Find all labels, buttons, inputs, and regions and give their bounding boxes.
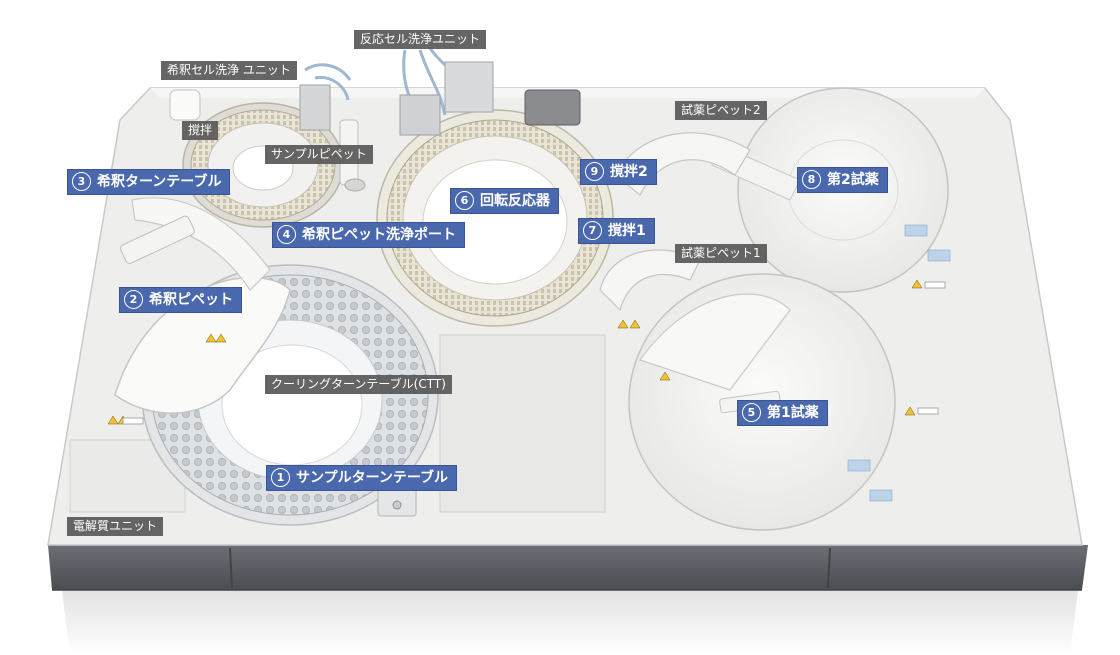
- stir-label: 撹拌: [182, 121, 219, 140]
- dilution-pipette-arm: [114, 197, 291, 414]
- dilution-cell-wash-unit: [299, 63, 352, 131]
- warning-triangle-icon: [107, 279, 923, 425]
- front-housing: [48, 545, 1088, 590]
- electrolyte-unit-label: 電解質ユニット: [67, 517, 164, 536]
- reagent-pipette-2-label: 試薬ピペット2: [675, 101, 767, 120]
- reaction-cell-wash-unit: [399, 47, 581, 136]
- stirrer-post: [169, 89, 201, 121]
- reaction-cell-wash-unit-label: 反応セル洗浄ユニット: [354, 30, 487, 49]
- reagent-pipette-1-label: 試薬ピペット1: [675, 244, 767, 263]
- base-skirt: [60, 575, 1080, 655]
- sample-pipette-label: サンプルピペット: [265, 145, 373, 164]
- cooling-turntable-label: クーリングターンテーブル(CTT): [265, 375, 452, 394]
- dilution-cell-wash-unit-label: 希釈セル洗浄 ユニット: [161, 61, 297, 80]
